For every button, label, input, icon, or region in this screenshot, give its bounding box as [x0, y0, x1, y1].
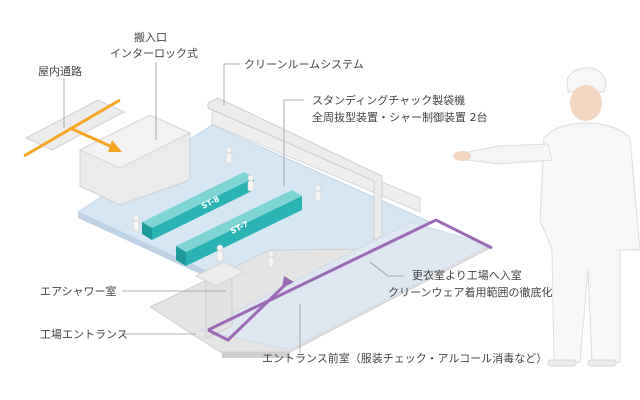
entrance-floor-edge — [222, 352, 290, 358]
label-entrance-anteroom: エントランス前室（服装チェック・アルコール消毒など） — [262, 352, 548, 365]
worker-figure — [267, 250, 275, 268]
air-shower-top — [194, 261, 246, 287]
route-arrow-purple — [282, 276, 294, 288]
label-standing-chuck-1: スタンディングチャック製袋機 — [312, 94, 466, 107]
anteroom-floor — [198, 221, 492, 351]
interlock-room-top — [78, 114, 192, 169]
anteroom-route-purple — [207, 282, 288, 342]
worker-figure — [132, 214, 140, 232]
worker-figures — [132, 146, 322, 268]
worker-figure — [225, 146, 233, 164]
corridor-route-orange-branch — [69, 126, 111, 148]
label-changing-room-2: クリーンウェア着用範囲の徹底化 — [388, 286, 553, 299]
label-standing-chuck-2: 全周抜型装置・シャー制御装置 2台 — [312, 111, 488, 124]
label-loading-entrance: 搬入口 — [134, 31, 167, 44]
label-air-shower: エアシャワー室 — [40, 285, 117, 298]
label-corridor: 屋内通路 — [38, 65, 82, 78]
label-cleanroom-system: クリーンルームシステム — [244, 58, 364, 71]
label-interlock: インターロック式 — [110, 47, 198, 60]
label-factory-entrance: 工場エントランス — [40, 328, 128, 341]
worker-figure — [247, 174, 255, 192]
worker-figure — [314, 184, 322, 202]
leader-lines — [63, 62, 404, 353]
machine-st7 — [176, 190, 302, 266]
presenter-figure — [453, 67, 640, 367]
worker-figure — [216, 244, 224, 262]
entrance-route-purple — [207, 218, 493, 332]
corridor-route-arrow — [108, 140, 122, 152]
label-changing-room-1: 更衣室より工場へ入室 — [412, 269, 522, 282]
machine-st8 — [142, 172, 254, 240]
